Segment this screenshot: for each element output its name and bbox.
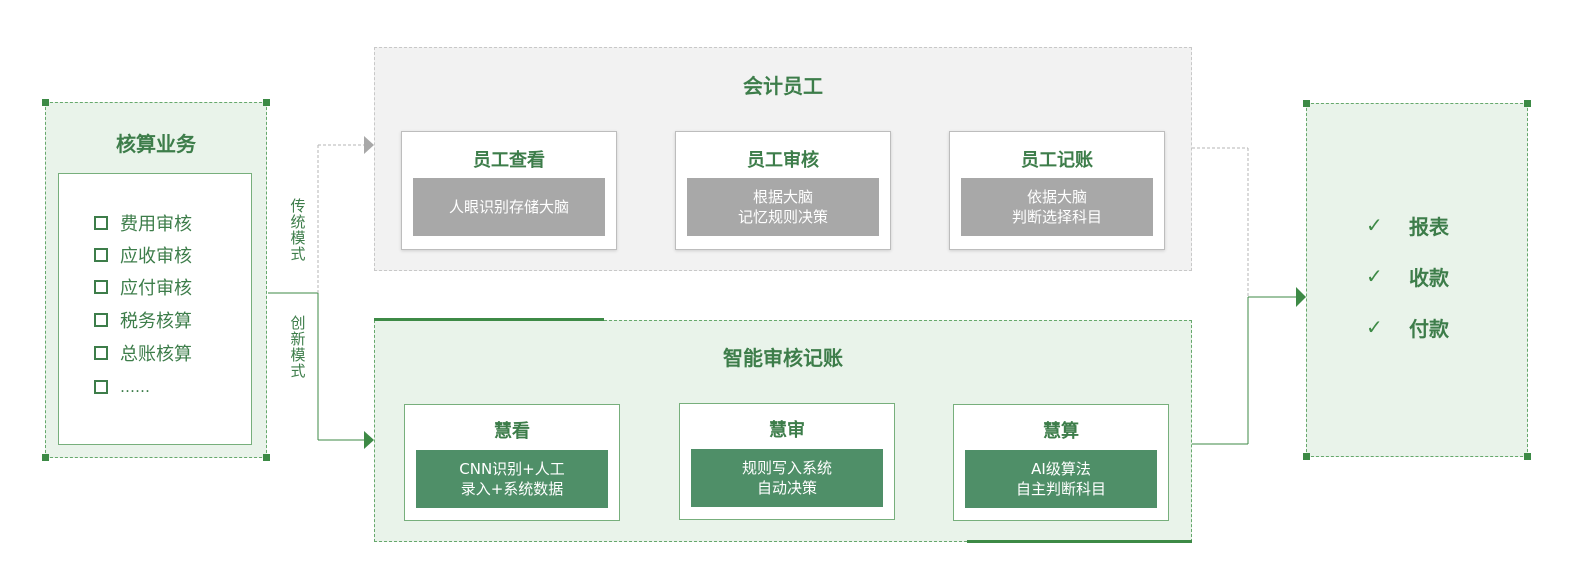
selection-handle-icon (42, 454, 49, 461)
step-description: 根据大脑 记忆规则决策 (687, 178, 879, 236)
selection-handle-icon (1524, 453, 1531, 460)
list-item: …… (94, 376, 150, 398)
output-item: ✓ 报表 (1366, 212, 1449, 239)
selection-handle-icon (42, 99, 49, 106)
traditional-mode-label: 传统模式 (290, 197, 306, 263)
step-description-line: 依据大脑 (1026, 188, 1087, 206)
checkmark-icon: ✓ (1366, 264, 1383, 288)
step-card-staff-view: 员工查看 人眼识别存储大脑 (401, 131, 617, 250)
step-card-smart-view: 慧看 CNN识别+人工 录入+系统数据 (404, 404, 620, 521)
business-list-box (58, 173, 252, 445)
output-panel (1306, 103, 1528, 457)
list-item: 总账核算 (94, 342, 192, 365)
accountant-staff-title: 会计员工 (743, 74, 823, 98)
output-item: ✓ 收款 (1366, 263, 1449, 290)
accounting-business-title: 核算业务 (116, 132, 196, 156)
list-item: 应收审核 (94, 244, 192, 267)
checkbox-icon (94, 313, 108, 327)
step-title: 慧算 (1043, 421, 1079, 442)
list-item-label: 总账核算 (120, 344, 192, 365)
step-description: CNN识别+人工 录入+系统数据 (416, 450, 608, 508)
step-card-staff-bookkeeping: 员工记账 依据大脑 判断选择科目 (949, 131, 1165, 250)
selection-handle-icon (263, 99, 270, 106)
step-description-line: 自动决策 (756, 479, 817, 497)
step-title: 员工审核 (747, 150, 819, 171)
step-description-line: 录入+系统数据 (460, 480, 564, 498)
step-description-line: 根据大脑 (752, 188, 813, 206)
list-item: 费用审核 (94, 212, 192, 235)
step-description-line: CNN识别+人工 (459, 460, 565, 478)
checkbox-icon (94, 216, 108, 230)
step-description: 依据大脑 判断选择科目 (961, 178, 1153, 236)
list-item: 税务核算 (94, 309, 192, 332)
innovative-mode-label: 创新模式 (290, 314, 306, 380)
step-card-smart-calc: 慧算 AI级算法 自主判断科目 (953, 404, 1169, 521)
list-item-label: …… (120, 378, 150, 396)
selection-handle-icon (1303, 453, 1310, 460)
step-title: 慧看 (494, 421, 530, 442)
output-item: ✓ 付款 (1366, 314, 1449, 341)
step-title: 慧审 (769, 420, 805, 441)
output-item-label: 付款 (1409, 316, 1449, 341)
smart-review-title: 智能审核记账 (723, 346, 843, 370)
selection-handle-icon (1303, 100, 1310, 107)
output-item-label: 收款 (1409, 265, 1449, 290)
step-title: 员工记账 (1021, 150, 1093, 171)
step-description-line: 自主判断科目 (1015, 480, 1106, 498)
step-description-line: 规则写入系统 (741, 459, 832, 477)
checkmark-icon: ✓ (1366, 315, 1383, 339)
checkbox-icon (94, 346, 108, 360)
step-title: 员工查看 (473, 150, 545, 171)
step-card-staff-review: 员工审核 根据大脑 记忆规则决策 (675, 131, 891, 250)
list-item-label: 应收审核 (120, 246, 192, 267)
step-description-line: 判断选择科目 (1011, 208, 1102, 226)
step-description-line: AI级算法 (1031, 460, 1091, 478)
step-description-line: 记忆规则决策 (737, 208, 828, 226)
arrow-output-icon (1296, 287, 1306, 307)
panel-accent-bar (374, 318, 604, 321)
step-description: 人眼识别存储大脑 (413, 178, 605, 236)
list-item-label: 应付审核 (120, 278, 192, 299)
list-item: 应付审核 (94, 276, 192, 299)
step-card-smart-review: 慧审 规则写入系统 自动决策 (679, 403, 895, 520)
list-item-label: 费用审核 (120, 214, 192, 235)
step-description: AI级算法 自主判断科目 (965, 450, 1157, 508)
arrow-traditional-icon (364, 136, 374, 154)
selection-handle-icon (1524, 100, 1531, 107)
step-description: 规则写入系统 自动决策 (691, 449, 883, 507)
step-description-line: 人眼识别存储大脑 (448, 198, 569, 216)
selection-handle-icon (263, 454, 270, 461)
checkbox-icon (94, 280, 108, 294)
checkbox-icon (94, 380, 108, 394)
arrow-innovative-icon (364, 431, 374, 449)
panel-accent-bar (967, 540, 1192, 543)
checkbox-icon (94, 248, 108, 262)
checkmark-icon: ✓ (1366, 213, 1383, 237)
list-item-label: 税务核算 (120, 311, 192, 332)
output-item-label: 报表 (1409, 214, 1449, 239)
